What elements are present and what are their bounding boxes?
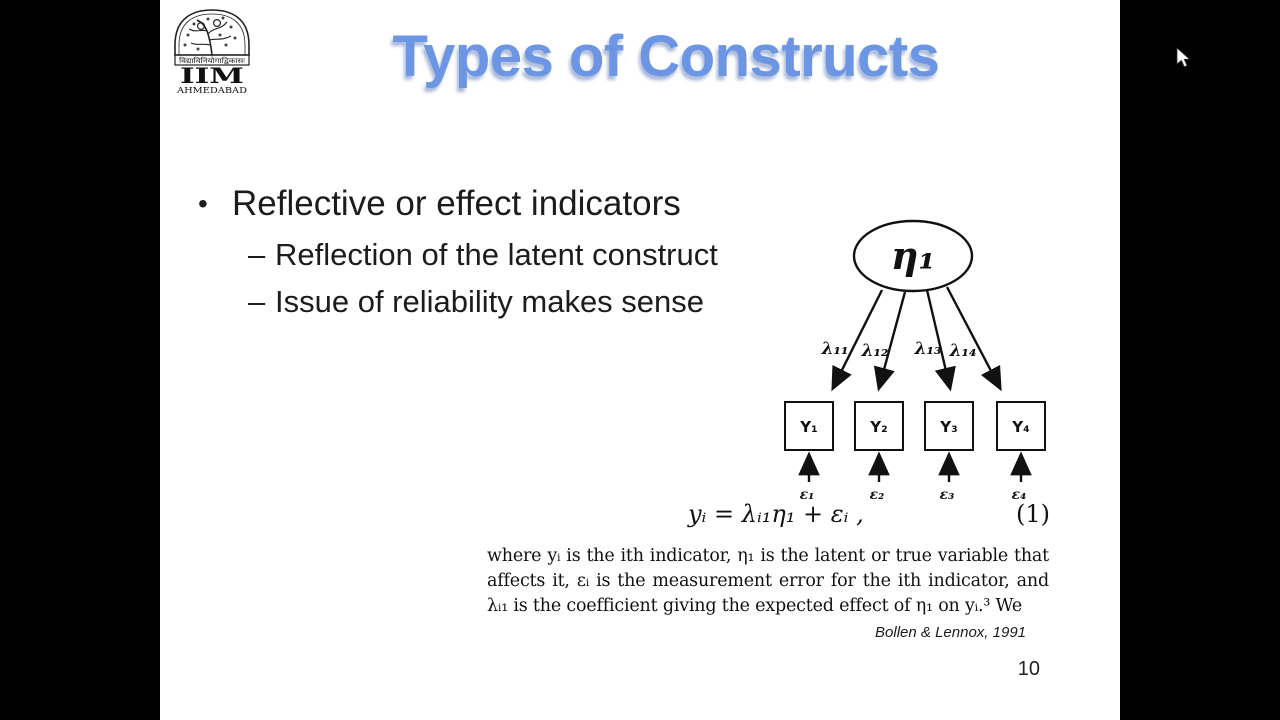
svg-text:λ₁₄: λ₁₄ (949, 341, 977, 361)
excerpt-paragraph: where yᵢ is the ith indicator, η₁ is the… (487, 544, 1049, 619)
equation-number: (1) (1016, 500, 1050, 528)
sub-bullet-text: Issue of reliability makes sense (275, 284, 705, 319)
excerpt-line: λᵢ₁ is the coefficient giving the expect… (487, 596, 1023, 616)
svg-text:λ₁₃: λ₁₃ (914, 339, 942, 359)
indicator-boxes: Y₁ Y₂ Y₃ Y₄ (784, 401, 1046, 451)
equation-row: yᵢ = λᵢ₁η₁ + εᵢ , (1) (688, 500, 1050, 528)
excerpt-line: where yᵢ is the ith indicator, η₁ is the… (487, 546, 1049, 566)
mouse-cursor-icon (1176, 47, 1191, 68)
svg-text:λ₁₂: λ₁₂ (861, 341, 889, 361)
svg-text:ε₄: ε₄ (1012, 487, 1027, 503)
equation-body: yᵢ = λᵢ₁η₁ + εᵢ , (688, 500, 864, 528)
slide: विद्याविनियोगाद्विकासः IIM AHMEDABAD Typ… (160, 0, 1120, 720)
tree-arch-emblem (174, 9, 250, 66)
svg-text:ε₂: ε₂ (870, 487, 885, 503)
citation-text: Bollen & Lennox, 1991 (875, 624, 1026, 641)
iima-logo: विद्याविनियोगाद्विकासः IIM AHMEDABAD (174, 9, 250, 95)
latent-variable-label: η₁ (891, 233, 935, 278)
factor-model-diagram: η₁ λ₁₁ λ₁₂ λ₁₃ λ₁₄ Y₁ Y₂ Y₃ Y₄ (784, 219, 1046, 503)
logo-motto: विद्याविनियोगाद्विकासः (179, 56, 246, 65)
sub-bullet-item-1: – Reflection of the latent construct (248, 237, 718, 273)
sub-bullet-text: Reflection of the latent construct (275, 237, 718, 272)
svg-text:ε₃: ε₃ (940, 487, 955, 503)
bullet-item-main: • Reflective or effect indicators (198, 184, 681, 224)
excerpt-line: affects it, εᵢ is the measurement error … (487, 571, 1049, 591)
svg-text:Y₄: Y₄ (1011, 418, 1029, 436)
page-number: 10 (1017, 658, 1040, 680)
dash-icon: – (248, 237, 266, 272)
loading-labels: λ₁₁ λ₁₂ λ₁₃ λ₁₄ (821, 339, 977, 361)
latent-variable-ellipse (852, 219, 974, 293)
bullet-icon: • (198, 188, 208, 219)
sub-bullet-item-2: – Issue of reliability makes sense (248, 284, 704, 320)
error-arrows: ε₁ ε₂ ε₃ ε₄ (798, 451, 1032, 503)
logo-city: AHMEDABAD (176, 86, 247, 95)
loading-arrows (831, 286, 1002, 392)
dash-icon: – (248, 284, 266, 319)
svg-text:Y₁: Y₁ (799, 418, 817, 436)
bullet-text: Reflective or effect indicators (232, 184, 681, 223)
svg-text:Y₃: Y₃ (939, 418, 957, 436)
svg-text:Y₂: Y₂ (869, 418, 887, 436)
logo-acronym: IIM (180, 63, 244, 88)
svg-text:λ₁₁: λ₁₁ (821, 339, 849, 359)
svg-text:ε₁: ε₁ (800, 487, 815, 503)
slide-title: Types of Constructs (392, 24, 940, 89)
